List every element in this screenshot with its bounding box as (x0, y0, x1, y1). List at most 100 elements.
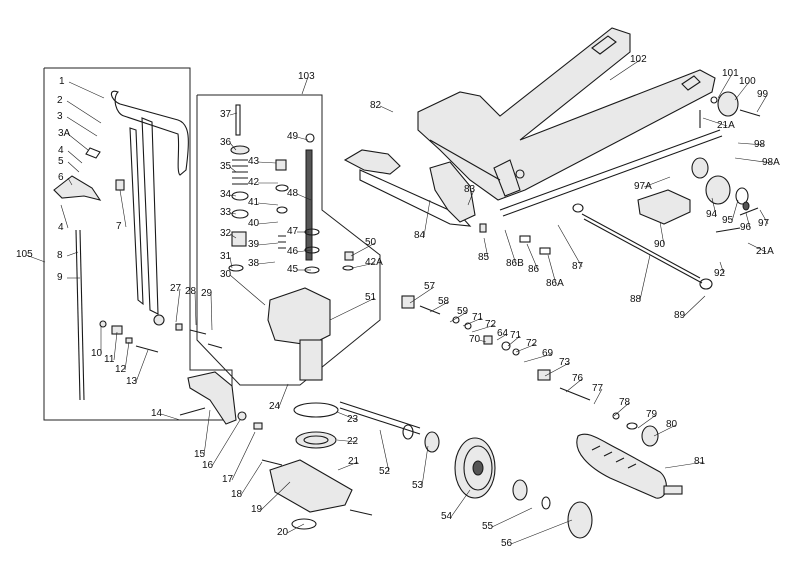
fork-frame (417, 27, 716, 201)
part-number-label: 79 (646, 409, 658, 420)
leader-line (67, 150, 83, 164)
leader-line (286, 523, 305, 534)
leader-line (462, 317, 483, 327)
part-number-label: 100 (739, 76, 756, 87)
part-number-label: 45 (287, 264, 299, 275)
leader-line (731, 199, 739, 222)
part-number-label: 16 (202, 460, 214, 471)
leader-line (759, 209, 769, 225)
part-number-label: 101 (722, 68, 739, 79)
leader-line (467, 189, 475, 206)
leader-line (747, 242, 767, 253)
leader-line (515, 343, 537, 353)
part-number-label: 38 (248, 258, 260, 269)
leader-line (544, 362, 570, 377)
part-number-label: 76 (572, 373, 584, 384)
part-number-label: 17 (222, 474, 234, 485)
roller-bracket (637, 189, 691, 225)
leader-line (203, 409, 211, 456)
leader-line (659, 221, 665, 246)
part-number-label: 9 (57, 272, 63, 283)
part-number-label: 28 (185, 286, 197, 297)
leader-line (483, 237, 489, 259)
part-number-label: 103 (298, 71, 315, 82)
part-number-label: 77 (592, 383, 604, 394)
leader-line (119, 189, 127, 228)
part-number-label: 24 (269, 401, 281, 412)
part-number-label: 34 (220, 189, 232, 200)
leader-line (336, 439, 358, 443)
part-number-label: 82 (370, 100, 382, 111)
leader-line (231, 431, 256, 481)
leader-line (613, 402, 630, 417)
part-number-label: 27 (170, 283, 182, 294)
part-number-label: 12 (115, 364, 127, 375)
part-number-label: 42A (365, 257, 383, 268)
part-number-label: 80 (666, 419, 678, 430)
part-number-label: 72 (485, 319, 497, 330)
leader-line (639, 254, 651, 301)
part-number-label: 46 (287, 246, 299, 257)
part-number-label: 22 (347, 436, 359, 447)
leader-line (478, 339, 487, 343)
leader-line (643, 176, 671, 188)
load-roller (705, 175, 731, 205)
part-number-label: 73 (559, 357, 571, 368)
fork-bracket (429, 161, 476, 223)
part-number-label: 97 (758, 218, 770, 229)
leader-line (60, 204, 69, 229)
part-number-label: 78 (619, 397, 631, 408)
lower-rod (581, 213, 701, 279)
part-number-label: 35 (220, 161, 232, 172)
part-number-label: 86A (546, 278, 564, 289)
leader-line (491, 507, 533, 528)
leader-line (510, 519, 573, 545)
leader-line (257, 161, 277, 164)
leader-line (421, 445, 429, 487)
leader-line (565, 378, 583, 393)
rear-roller (717, 91, 739, 117)
part-number-label: 72 (526, 338, 538, 349)
part-number-label: 15 (194, 449, 206, 460)
leader-line (113, 331, 118, 361)
part-number-label: 30 (220, 269, 232, 280)
handle-lever (53, 175, 102, 201)
leader-line (257, 221, 279, 225)
part-number-label: 58 (438, 296, 450, 307)
leader-line (67, 177, 73, 186)
leader-line (66, 251, 79, 257)
handle-block (115, 179, 125, 191)
leader-line (664, 461, 705, 469)
leader-line (210, 293, 213, 331)
leader-line (175, 288, 181, 323)
wheel-cap (567, 501, 593, 539)
leader-line (756, 94, 768, 113)
part-number-label: 105 (16, 249, 33, 260)
leader-line (609, 59, 641, 81)
part-number-label: 56 (501, 538, 513, 549)
leader-line (507, 335, 521, 347)
leader-line (734, 81, 750, 101)
part-number-label: 23 (347, 414, 359, 425)
push-rod (499, 129, 721, 211)
leader-line (211, 419, 241, 467)
part-number-label: 96 (740, 222, 752, 233)
part-number-label: 33 (220, 207, 232, 218)
part-number-label: 102 (630, 54, 647, 65)
part-number-label: 98A (762, 157, 780, 168)
leader-line (296, 193, 312, 201)
leader-line (702, 117, 728, 127)
part-number-label: 21A (717, 120, 735, 131)
part-number-label: 94 (706, 209, 718, 220)
leader-line (278, 383, 289, 408)
leader-line (449, 311, 468, 323)
part-number-label: 42 (248, 177, 260, 188)
leader-line (429, 301, 449, 313)
part-number-label: 92 (714, 268, 726, 279)
part-number-label: 47 (287, 226, 299, 237)
leader-line (350, 242, 376, 257)
part-number-label: 86 (528, 264, 540, 275)
part-number-label: 97A (634, 181, 652, 192)
leader-line (379, 105, 394, 113)
